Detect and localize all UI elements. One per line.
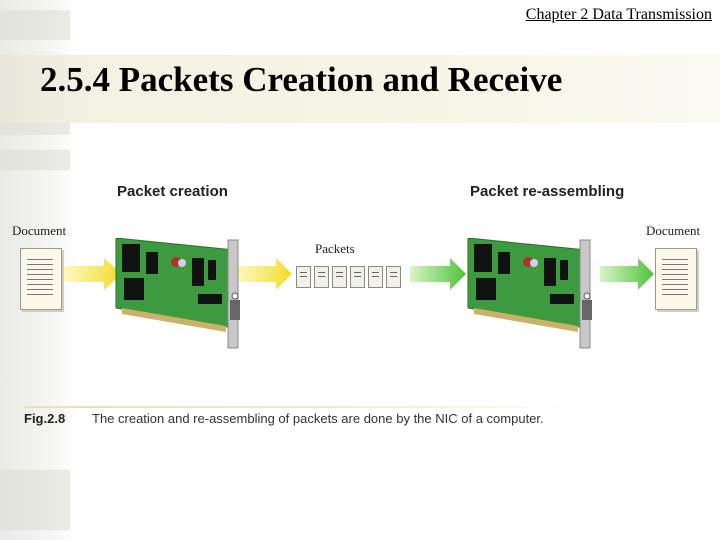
figure-number: Fig.2.8 bbox=[24, 411, 65, 426]
nic-card-icon bbox=[108, 238, 256, 350]
left-document-label: Document bbox=[12, 223, 66, 239]
packet-creation-heading: Packet creation bbox=[117, 183, 228, 200]
packet-icon bbox=[386, 266, 401, 288]
document-icon bbox=[20, 248, 62, 310]
packet-icon bbox=[296, 266, 311, 288]
packets-label: Packets bbox=[315, 241, 355, 257]
figure-caption: The creation and re-assembling of packet… bbox=[92, 411, 544, 426]
packet-icon bbox=[314, 266, 329, 288]
packet-icon bbox=[368, 266, 383, 288]
packet-icon bbox=[332, 266, 347, 288]
packet-reassembling-heading: Packet re-assembling bbox=[470, 183, 624, 200]
chapter-link[interactable]: Chapter 2 Data Transmission bbox=[526, 6, 712, 24]
packet-icon bbox=[350, 266, 365, 288]
document-icon bbox=[655, 248, 697, 310]
caption-divider bbox=[24, 406, 584, 408]
right-document-label: Document bbox=[646, 223, 700, 239]
arrow-right-icon bbox=[600, 258, 656, 290]
nic-card-icon bbox=[460, 238, 608, 350]
slide-title: 2.5.4 Packets Creation and Receive bbox=[40, 60, 562, 100]
